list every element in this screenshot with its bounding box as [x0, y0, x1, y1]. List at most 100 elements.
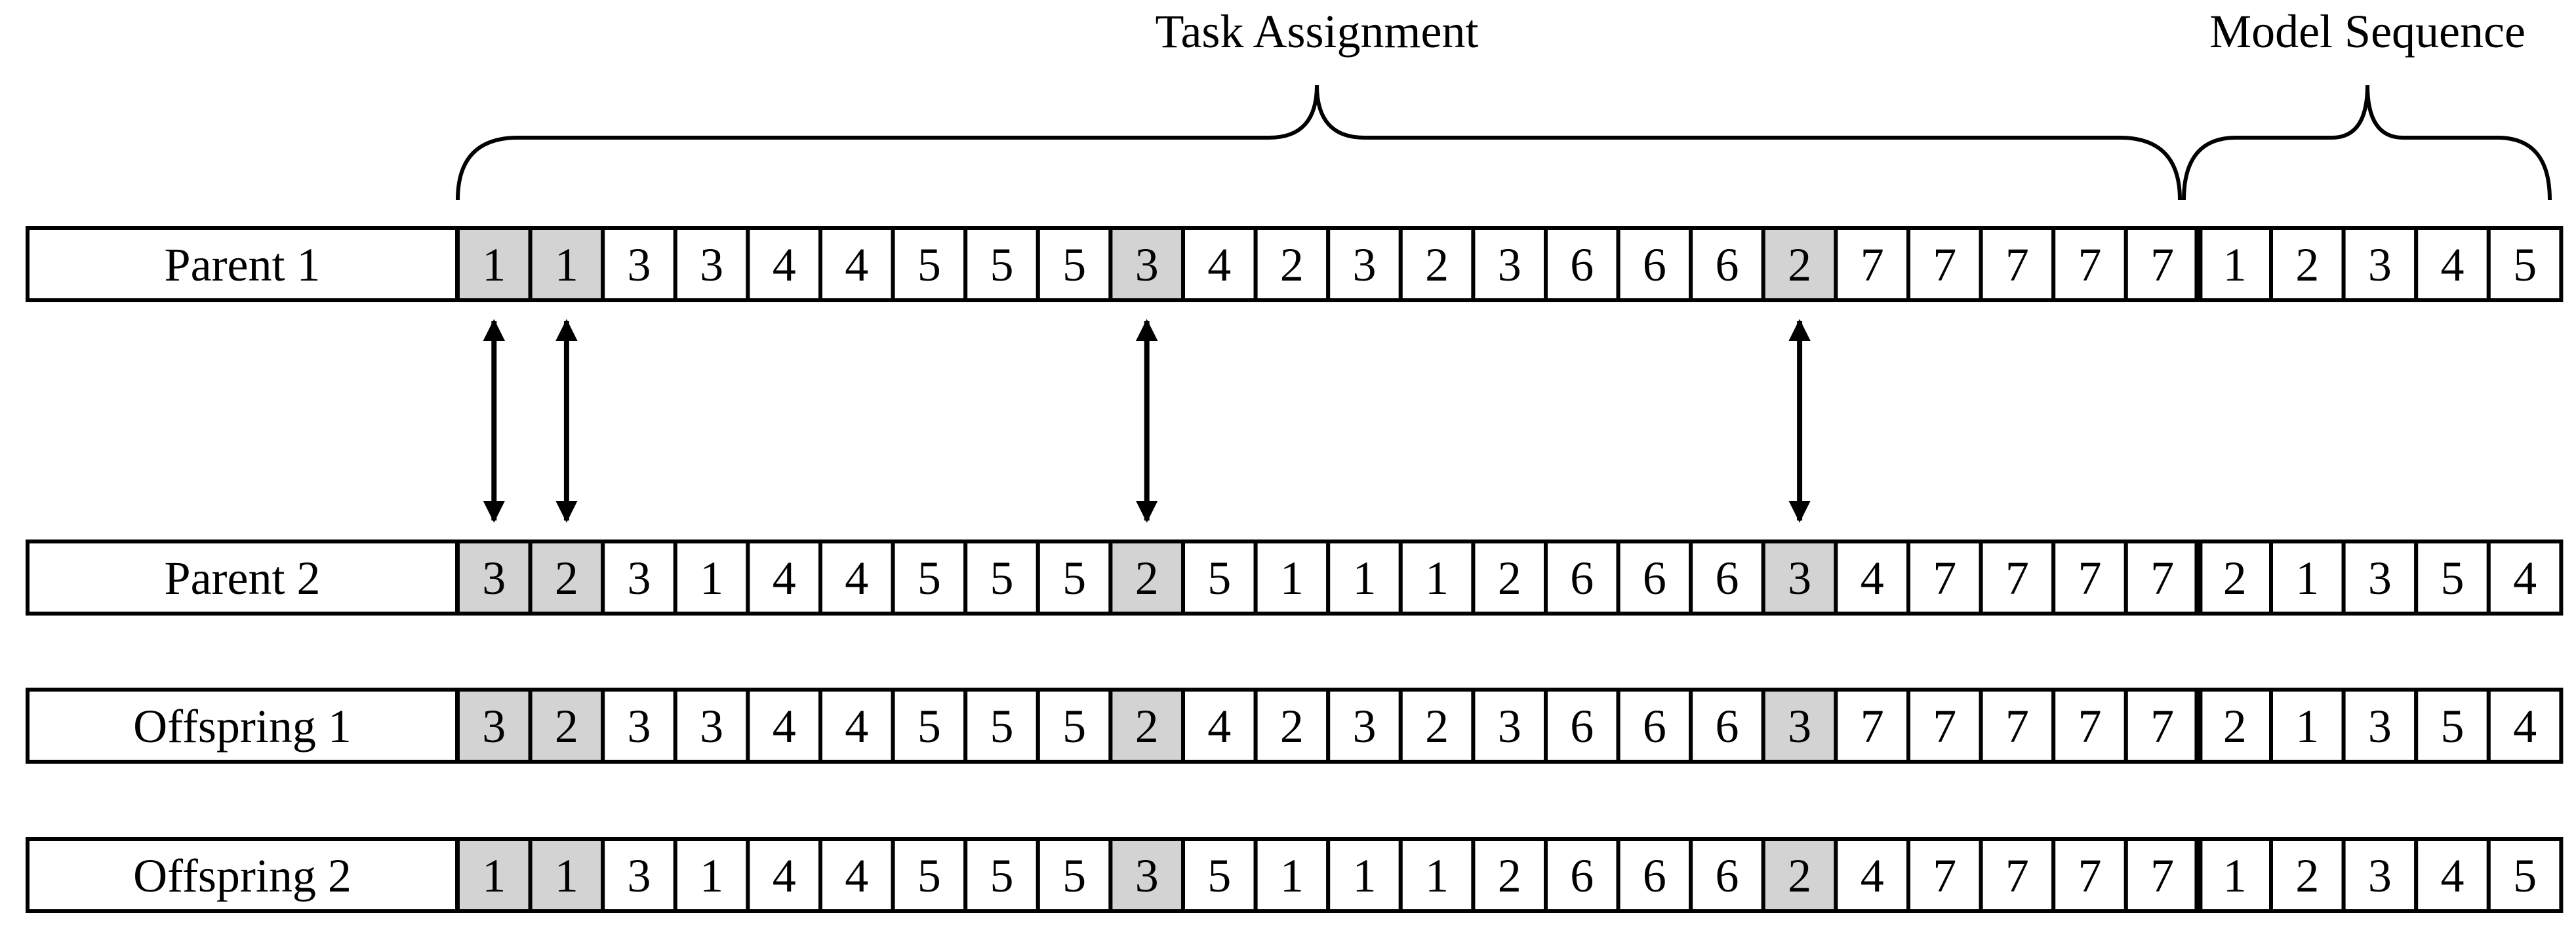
task-gene-cell [746, 540, 823, 616]
task-gene-value: 3 [628, 552, 651, 604]
task-gene-value: 4 [845, 239, 868, 291]
task-gene-value: 4 [845, 552, 868, 604]
task-gene-cell [601, 837, 677, 913]
task-gene-cell [1544, 837, 1620, 913]
task-gene-value: 1 [555, 850, 578, 902]
task-gene-cell [1616, 688, 1693, 764]
task-gene-cell [1398, 837, 1476, 913]
task-gene-value: 6 [1716, 552, 1739, 604]
task-gene-value: 2 [1498, 552, 1521, 604]
task-gene-cell [963, 837, 1040, 913]
task-gene-value: 7 [2078, 552, 2102, 604]
task-gene-value: 5 [1062, 850, 1086, 902]
task-gene-value: 6 [1570, 552, 1594, 604]
task-gene-value: 7 [2005, 552, 2029, 604]
model-gene-value: 5 [2513, 850, 2537, 902]
task-gene-value: 5 [990, 239, 1014, 291]
task-gene-value: 5 [917, 239, 941, 291]
task-gene-value: 6 [1643, 850, 1666, 902]
task-gene-value: 4 [1861, 552, 1884, 604]
task-gene-value: 6 [1716, 700, 1739, 753]
model-gene-cell [2269, 226, 2346, 302]
task-gene-cell [1253, 837, 1331, 913]
task-gene-cell [1834, 226, 1910, 302]
task-gene-value: 7 [1933, 700, 1956, 753]
task-gene-value: 3 [1353, 700, 1377, 753]
task-gene-value: 5 [1062, 700, 1086, 753]
task-gene-value: 1 [1280, 850, 1304, 902]
task-gene-cell [1471, 540, 1548, 616]
task-gene-cell [1906, 837, 1983, 913]
task-gene-cell [1544, 540, 1620, 616]
model-gene-value: 1 [2295, 700, 2319, 753]
model-gene-cell [2341, 688, 2419, 764]
model-gene-value: 2 [2295, 239, 2319, 291]
task-gene-value: 7 [1861, 239, 1884, 291]
model-gene-cell [2269, 540, 2346, 616]
task-gene-value: 5 [917, 700, 941, 753]
task-gene-cell [673, 226, 750, 302]
task-gene-value: 5 [917, 552, 941, 604]
section-separator [2194, 837, 2203, 913]
task-gene-cell [673, 540, 750, 616]
task-gene-cell [1544, 226, 1620, 302]
task-gene-cell [1544, 688, 1620, 764]
task-gene-value: 2 [1280, 239, 1304, 291]
task-gene-cell [818, 540, 895, 616]
task-gene-value: 1 [1280, 552, 1304, 604]
task-gene-value: 7 [2005, 850, 2029, 902]
task-gene-value: 7 [1933, 850, 1956, 902]
task-gene-cell [456, 837, 533, 913]
model-gene-value: 4 [2441, 239, 2465, 291]
task-gene-value: 4 [1207, 239, 1231, 291]
task-gene-value: 3 [700, 700, 723, 753]
task-gene-cell [746, 688, 823, 764]
task-gene-value: 7 [2150, 850, 2174, 902]
task-gene-value: 2 [555, 552, 578, 604]
task-gene-value: 4 [773, 850, 796, 902]
task-gene-value: 7 [2005, 700, 2029, 753]
task-gene-value: 3 [1788, 700, 1811, 753]
task-gene-value: 1 [1353, 850, 1377, 902]
task-gene-cell [818, 837, 895, 913]
task-gene-value: 7 [2150, 239, 2174, 291]
task-gene-value: 6 [1643, 700, 1666, 753]
task-gene-cell [963, 226, 1040, 302]
model-gene-value: 2 [2223, 552, 2247, 604]
task-gene-value: 2 [1788, 850, 1811, 902]
task-gene-cell [891, 540, 968, 616]
crossover-arrows [483, 319, 1811, 523]
task-gene-value: 4 [773, 552, 796, 604]
task-gene-cell [1326, 688, 1403, 764]
task-gene-value: 4 [845, 700, 868, 753]
task-gene-cell [601, 688, 677, 764]
model-sequence-brace [2182, 85, 2552, 201]
task-gene-cell [1761, 226, 1838, 302]
task-gene-value: 7 [2078, 700, 2102, 753]
section-separator [2194, 688, 2203, 764]
task-gene-value: 2 [1425, 700, 1449, 753]
task-gene-cell [1181, 540, 1258, 616]
row-label: Offspring 1 [133, 700, 352, 753]
task-gene-value: 5 [917, 850, 941, 902]
task-gene-value: 1 [700, 850, 723, 902]
task-gene-value: 7 [1861, 700, 1884, 753]
task-gene-value: 4 [773, 700, 796, 753]
task-gene-value: 4 [773, 239, 796, 291]
task-gene-value: 3 [482, 700, 506, 753]
task-gene-cell [1689, 688, 1765, 764]
task-gene-value: 7 [1933, 239, 1956, 291]
task-gene-cell [1181, 688, 1258, 764]
row-label: Parent 2 [165, 552, 321, 604]
task-gene-value: 5 [1207, 850, 1231, 902]
model-gene-cell [2414, 688, 2491, 764]
task-gene-cell [1616, 540, 1693, 616]
task-gene-cell [818, 226, 895, 302]
task-gene-cell [456, 688, 533, 764]
task-gene-cell [1834, 837, 1910, 913]
